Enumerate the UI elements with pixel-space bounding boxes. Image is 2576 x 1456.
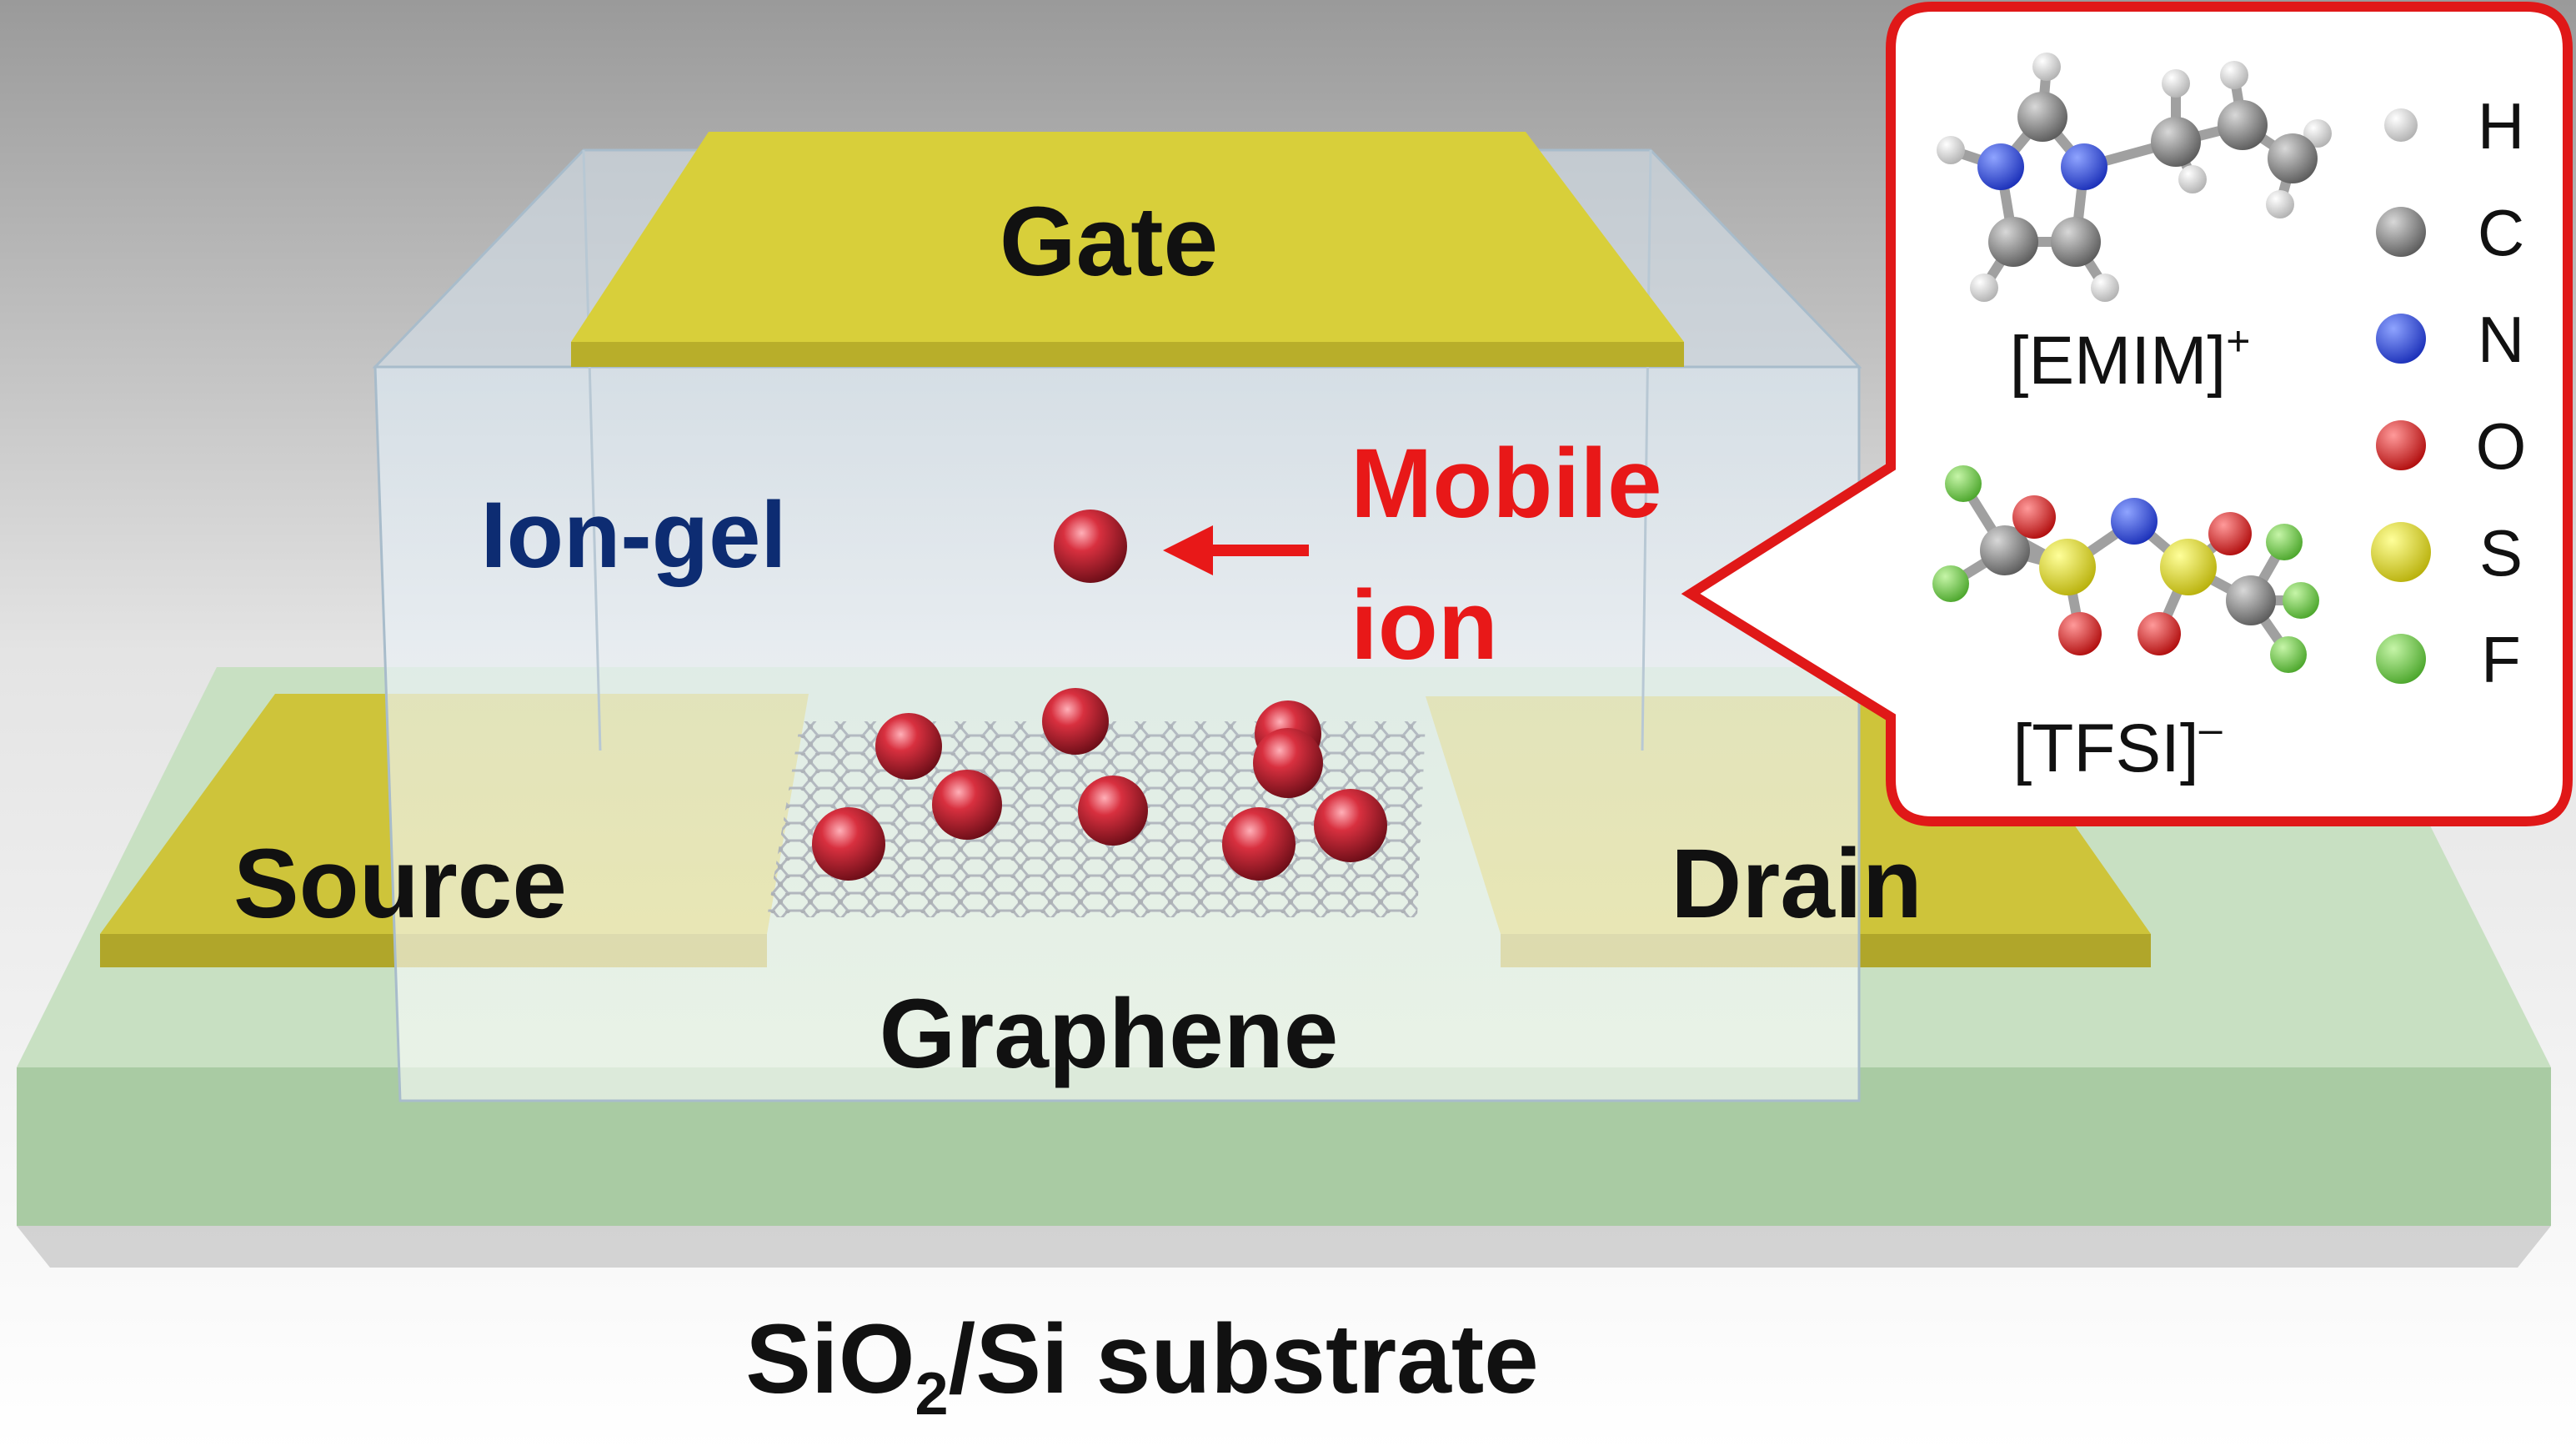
ions-on-graphene xyxy=(812,688,1387,881)
legend-label-c: C xyxy=(2478,196,2524,269)
ion-label: ion xyxy=(1351,570,1498,680)
legend-swatch-s xyxy=(2371,522,2431,582)
mobile-label: Mobile xyxy=(1351,429,1662,539)
legend-label-n: N xyxy=(2478,303,2524,376)
ion xyxy=(1222,807,1296,881)
ion xyxy=(1042,688,1109,755)
legend-swatch-c xyxy=(2376,207,2426,257)
ion xyxy=(1078,776,1148,846)
tfsi-molecule xyxy=(1932,465,2319,673)
arrow-icon xyxy=(1163,525,1309,575)
legend-label-h: H xyxy=(2478,89,2524,163)
ion-gel-label: Ion-gel xyxy=(480,483,786,587)
emim-molecule xyxy=(1937,53,2332,302)
legend-swatch-h xyxy=(2384,108,2418,142)
emim-label: [EMIM]+ xyxy=(2010,318,2251,399)
legend-swatch-n xyxy=(2376,314,2426,364)
callout-bubble xyxy=(1681,2,2573,826)
ion xyxy=(812,807,885,881)
legend-label-f: F xyxy=(2481,623,2521,696)
graphene-label: Graphene xyxy=(880,979,1339,1089)
legend-label-o: O xyxy=(2476,409,2527,483)
legend-swatch-o xyxy=(2376,420,2426,470)
gate-label: Gate xyxy=(1000,187,1218,297)
source-label: Source xyxy=(233,829,567,939)
ion xyxy=(1253,728,1323,798)
mobile-ion xyxy=(1054,510,1127,583)
drain-label: Drain xyxy=(1671,829,1922,939)
ion xyxy=(1314,789,1387,862)
ion xyxy=(932,770,1002,840)
gate-electrode xyxy=(571,132,1684,367)
legend-swatch-f xyxy=(2376,634,2426,684)
tfsi-label: [TFSI]– xyxy=(2012,705,2222,786)
ion xyxy=(875,713,942,780)
legend-label-s: S xyxy=(2479,516,2523,590)
substrate-label: SiO2/Si substrate xyxy=(745,1304,1539,1428)
molecule-callout xyxy=(1681,2,2573,826)
